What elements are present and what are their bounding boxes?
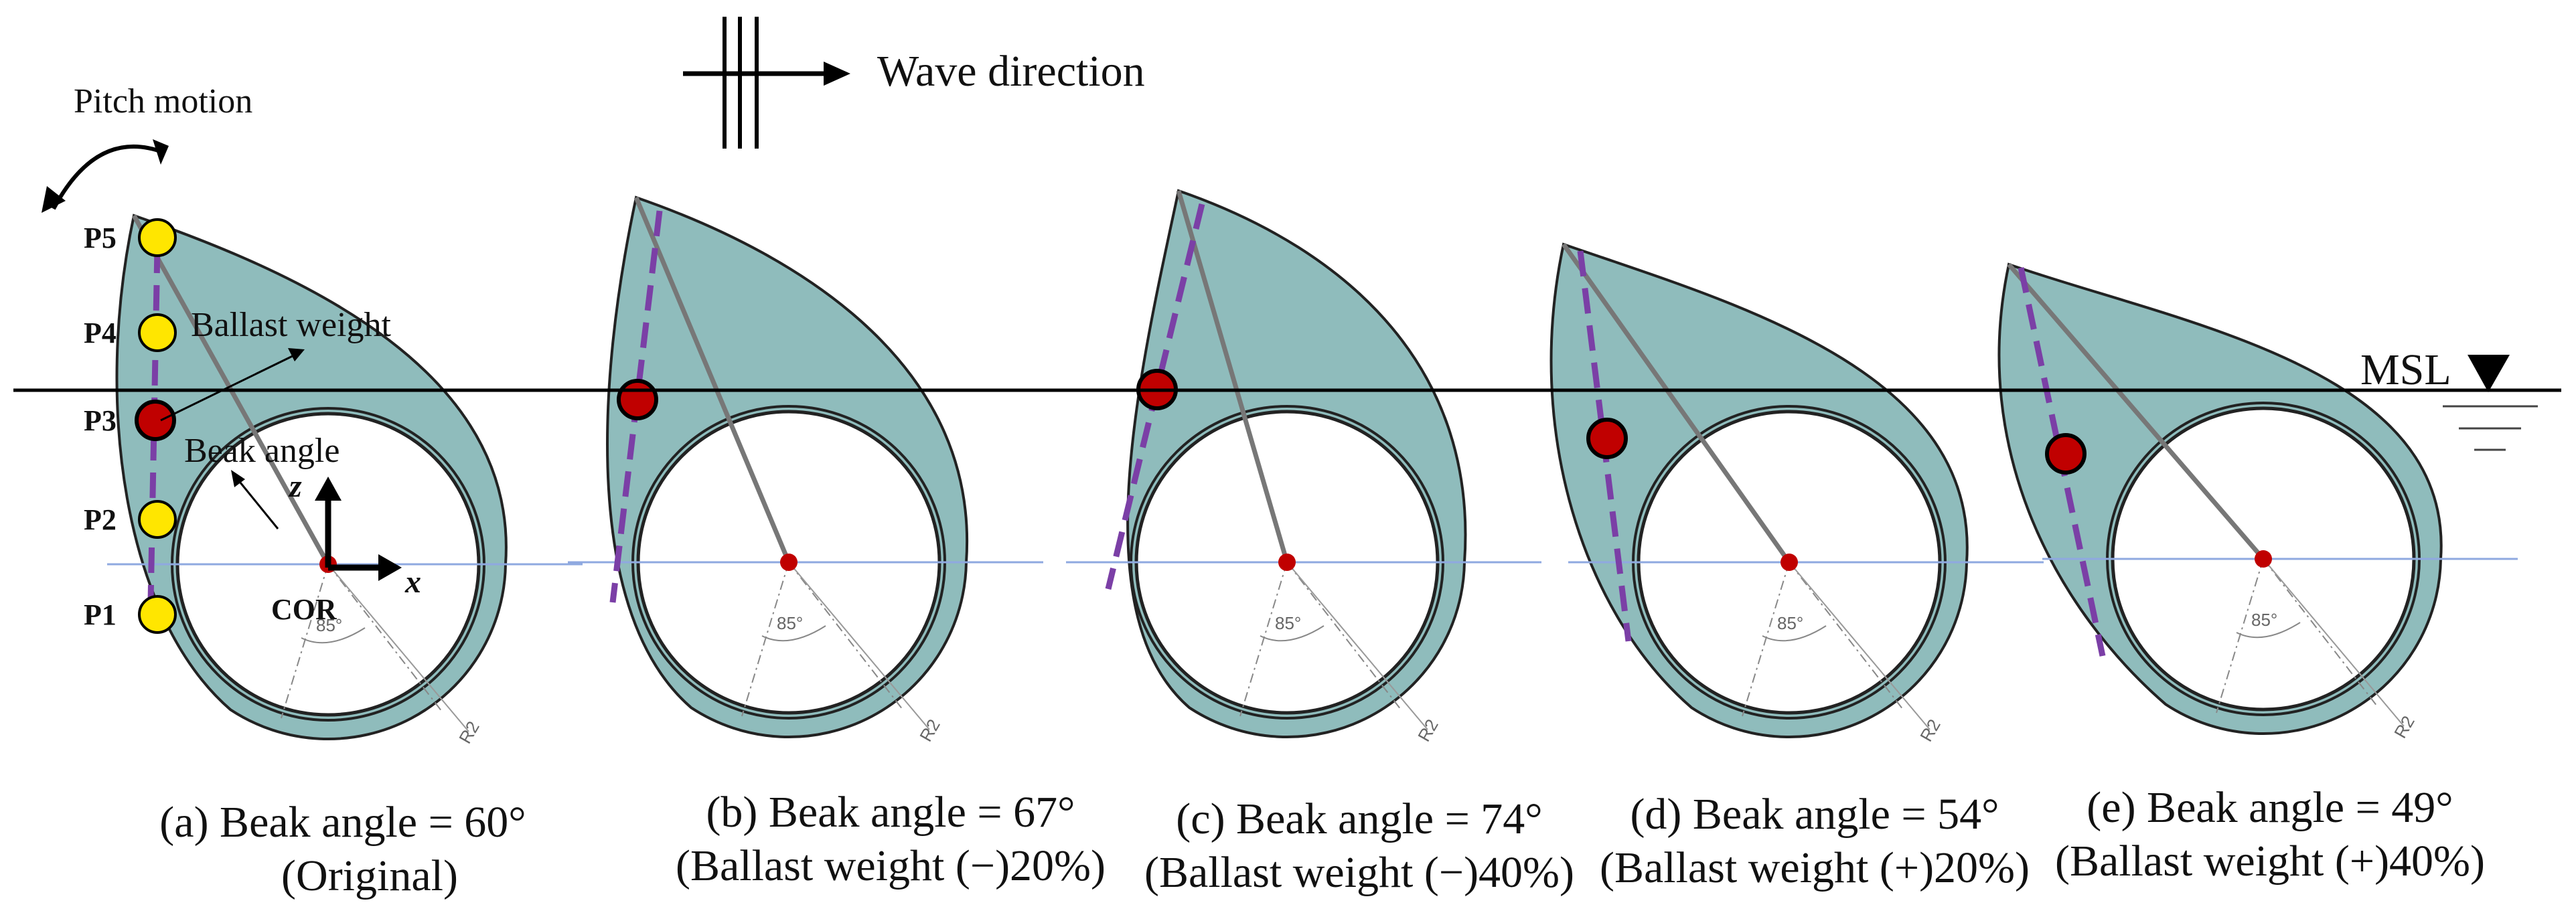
angle-arc	[1260, 625, 1324, 642]
ballast-mass	[1586, 418, 1628, 459]
panel-e: 85° R2	[1997, 262, 2518, 742]
caption-b: (b) Beak angle = 67°	[706, 788, 1075, 837]
captions: (a) Beak angle = 60° (Original) (b) Beak…	[159, 783, 2485, 900]
position-marker	[138, 218, 177, 257]
construction-line	[741, 562, 789, 717]
ballast-mass	[617, 379, 658, 420]
beak-angle-pointer	[231, 470, 279, 529]
radius-leader	[327, 564, 469, 732]
panel-d: 85° R2	[1549, 242, 2044, 745]
center-of-rotation	[1781, 554, 1798, 571]
wave-direction-symbol	[683, 17, 850, 149]
angle-arc	[1762, 625, 1827, 642]
panel-b: 85° R2	[568, 195, 1043, 745]
construction-line	[1742, 562, 1790, 717]
radius-leader	[1789, 562, 1930, 730]
position-label: P1	[84, 598, 117, 631]
construction-line	[281, 564, 329, 719]
angle-dimension: 85°	[1777, 613, 1803, 633]
ballast-mass	[135, 400, 176, 441]
position-marker	[138, 595, 177, 634]
pitch-motion-arrow	[42, 139, 169, 213]
subcaption-e: (Ballast weight (+)40%)	[2055, 837, 2485, 886]
angle-arc	[761, 625, 826, 642]
center-of-rotation	[1278, 554, 1296, 571]
cor-label: COR	[271, 593, 337, 626]
beak-angle-label: Beak angle	[184, 432, 339, 470]
ballast-weight-label: Ballast weight	[191, 306, 392, 344]
beak-line	[1176, 190, 1290, 563]
construction-line	[2216, 558, 2264, 714]
ballast-mass	[2045, 433, 2087, 475]
radius-dimension: R2	[1414, 716, 1442, 745]
coordinate-axes	[315, 477, 402, 581]
center-of-rotation	[780, 554, 798, 571]
x-axis-label: x	[404, 564, 421, 600]
caption-e: (e) Beak angle = 49°	[2087, 783, 2453, 832]
beak-line	[1562, 242, 1791, 564]
construction-line	[1239, 562, 1288, 717]
position-label: P4	[84, 317, 117, 349]
subcaption-d: (Ballast weight (+)20%)	[1600, 843, 2030, 892]
msl-label: MSL	[2360, 345, 2451, 394]
z-axis-label: z	[288, 469, 302, 504]
caption-d: (d) Beak angle = 54°	[1630, 790, 1999, 839]
subcaption-a: (Original)	[281, 851, 458, 900]
ballast-line	[147, 247, 161, 603]
position-label: P2	[84, 503, 117, 536]
caption-a: (a) Beak angle = 60°	[159, 798, 526, 847]
panel-c: 85° R2	[1066, 189, 1541, 745]
caption-c: (c) Beak angle = 74°	[1176, 795, 1542, 843]
radius-dimension: R2	[2390, 712, 2419, 742]
position-label: P3	[84, 404, 117, 437]
position-label: P5	[84, 222, 117, 254]
angle-arc	[301, 627, 366, 644]
ballast-weight-pointer	[160, 348, 305, 422]
position-marker	[138, 313, 177, 352]
angle-dimension: 85°	[316, 615, 342, 635]
radius-leader	[2263, 558, 2405, 727]
wave-direction-label: Wave direction	[877, 47, 1145, 96]
beak-line	[2007, 262, 2265, 561]
angle-arc	[2236, 622, 2301, 639]
radius-dimension: R2	[915, 716, 944, 745]
position-marker	[138, 500, 177, 539]
msl-symbol	[2443, 355, 2538, 451]
subcaption-b: (Ballast weight (−)20%)	[676, 841, 1106, 890]
subcaption-c: (Ballast weight (−)40%)	[1144, 848, 1574, 897]
radius-leader	[1286, 562, 1428, 730]
center-of-rotation	[2255, 550, 2272, 568]
radius-dimension: R2	[1916, 716, 1945, 745]
panel-a: 85° R2	[107, 214, 583, 747]
pitch-motion-label: Pitch motion	[74, 82, 252, 120]
angle-dimension: 85°	[777, 613, 803, 633]
radius-leader	[788, 562, 930, 730]
angle-dimension: 85°	[1275, 613, 1301, 633]
radius-dimension: R2	[455, 718, 483, 747]
beak-line	[633, 196, 791, 564]
angle-dimension: 85°	[2251, 610, 2277, 630]
